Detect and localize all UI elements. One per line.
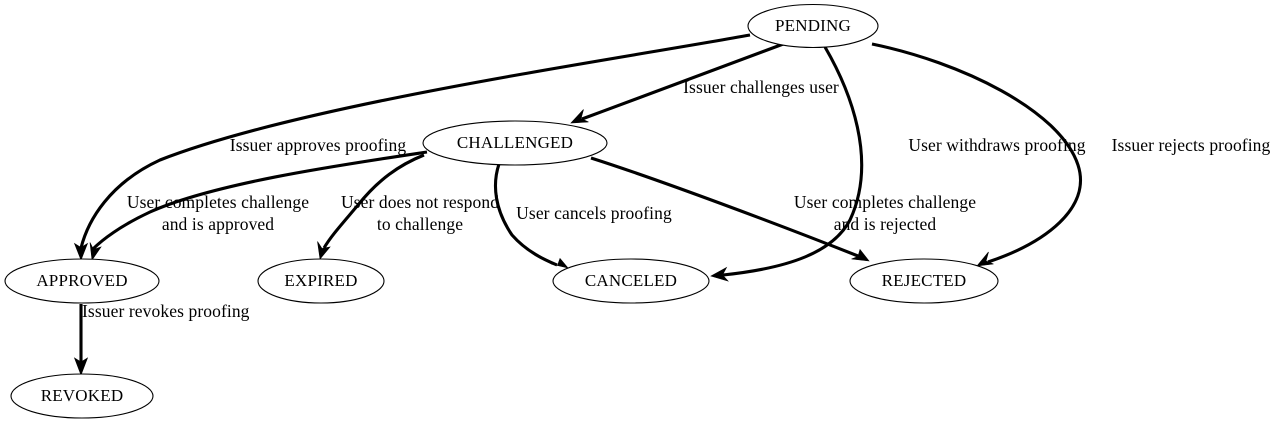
edge-label-user-does-not-respond-line1: User does not respond <box>341 192 499 212</box>
node-challenged[interactable]: CHALLENGED <box>422 120 608 166</box>
edge-pending-rejected-arrowhead <box>976 251 994 267</box>
edge-pending-approved-arrowhead <box>73 242 89 261</box>
edge-challenged-rejected[interactable] <box>590 156 870 262</box>
edge-challenged-expired[interactable] <box>317 153 425 260</box>
edge-pending-challenged-path <box>581 41 787 121</box>
edge-challenged-approved[interactable] <box>89 150 428 261</box>
node-pending-label: PENDING <box>775 16 851 35</box>
node-challenged-shape <box>422 120 608 166</box>
edge-pending-approved[interactable] <box>73 33 751 261</box>
edge-pending-canceled-path <box>722 46 864 277</box>
node-rejected-label: REJECTED <box>882 271 967 290</box>
edges-layer <box>73 33 1082 376</box>
edge-pending-approved-path <box>79 33 751 249</box>
node-rejected-shape <box>849 258 999 304</box>
edge-label-user-completes-challenge-rejected-line2: and is rejected <box>834 214 937 234</box>
node-revoked-shape <box>10 373 154 419</box>
edge-approved-revoked-arrowhead <box>73 357 89 376</box>
node-expired-shape <box>257 258 385 304</box>
node-approved-shape <box>4 258 160 304</box>
edge-challenged-canceled[interactable] <box>493 163 569 269</box>
node-canceled-shape <box>552 258 710 304</box>
edge-pending-challenged[interactable] <box>570 41 787 124</box>
node-expired[interactable]: EXPIRED <box>257 258 385 304</box>
node-pending-shape <box>747 3 879 49</box>
edge-pending-challenged-arrowhead <box>570 109 589 124</box>
edge-label-issuer-revokes-proofing: Issuer revokes proofing <box>82 301 250 321</box>
node-rejected[interactable]: REJECTED <box>849 258 999 304</box>
node-revoked[interactable]: REVOKED <box>10 373 154 419</box>
nodes-layer: PENDING CHALLENGED APPROVED EXPIRED CANC… <box>4 3 999 419</box>
edge-label-issuer-challenges-user: Issuer challenges user <box>683 77 839 97</box>
edge-pending-rejected-path <box>871 42 1082 264</box>
edge-approved-revoked[interactable] <box>73 304 89 376</box>
edge-challenged-expired-path <box>322 153 425 249</box>
edge-labels-layer: Issuer challenges user Issuer approves p… <box>82 77 1271 321</box>
edge-pending-canceled-arrowhead <box>710 266 729 282</box>
node-pending[interactable]: PENDING <box>747 3 879 49</box>
edge-label-issuer-approves-proofing: Issuer approves proofing <box>230 135 407 155</box>
node-canceled[interactable]: CANCELED <box>552 258 710 304</box>
edge-challenged-approved-path <box>91 150 428 251</box>
edge-pending-canceled[interactable] <box>710 46 864 282</box>
node-expired-label: EXPIRED <box>284 271 357 290</box>
edge-label-user-cancels-proofing: User cancels proofing <box>516 203 672 223</box>
edge-label-issuer-rejects-proofing: Issuer rejects proofing <box>1112 135 1271 155</box>
edge-pending-rejected[interactable] <box>871 42 1082 267</box>
node-canceled-label: CANCELED <box>585 271 677 290</box>
node-approved-label: APPROVED <box>36 271 127 290</box>
edge-challenged-rejected-path <box>590 156 859 258</box>
edge-challenged-approved-arrowhead <box>89 242 102 261</box>
edge-challenged-canceled-path <box>493 163 558 267</box>
edge-challenged-canceled-arrowhead <box>550 257 569 269</box>
node-approved[interactable]: APPROVED <box>4 258 160 304</box>
edge-label-user-completes-challenge-approved-line1: User completes challenge <box>127 192 309 212</box>
edge-label-user-does-not-respond-line2: to challenge <box>377 214 463 234</box>
edge-label-user-completes-challenge-rejected-line1: User completes challenge <box>794 192 976 212</box>
edge-challenged-rejected-arrowhead <box>851 248 870 262</box>
node-challenged-label: CHALLENGED <box>457 133 573 152</box>
edge-label-user-withdraws-proofing: User withdraws proofing <box>908 135 1085 155</box>
node-revoked-label: REVOKED <box>41 386 124 405</box>
edge-challenged-expired-arrowhead <box>317 241 331 260</box>
edge-label-user-completes-challenge-approved-line2: and is approved <box>162 214 274 234</box>
